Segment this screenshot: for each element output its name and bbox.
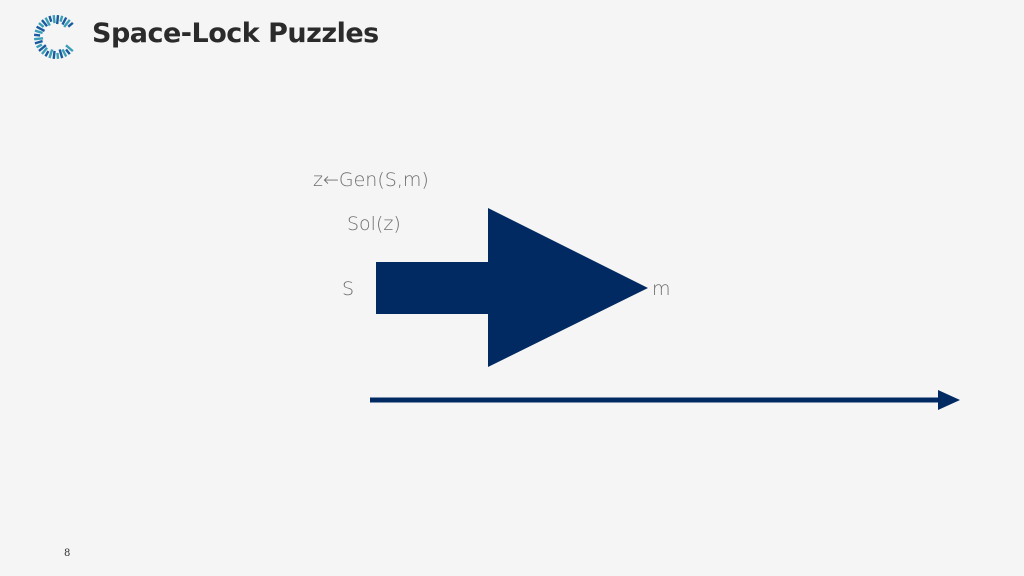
- logo-segment: [48, 15, 53, 23]
- logo-segment: [48, 49, 54, 59]
- sol-label: Sol(z): [347, 213, 401, 235]
- logo-segment: [38, 22, 45, 28]
- logo-segment: [36, 43, 43, 49]
- logo-segment: [52, 50, 56, 60]
- logo-segment: [34, 39, 43, 45]
- logo-segment: [61, 16, 68, 26]
- gen-label: z←Gen(S,m): [313, 169, 429, 191]
- logo-segment: [52, 14, 56, 24]
- logo-segment: [44, 17, 51, 27]
- page-number: 8: [64, 548, 71, 559]
- slide-title: Space-Lock Puzzles: [92, 18, 379, 49]
- logo-segment: [55, 14, 60, 25]
- logo-segment: [38, 44, 47, 52]
- logo-segment: [41, 19, 49, 27]
- timeline-arrow-head-icon: [938, 390, 960, 410]
- logo-segment: [33, 33, 41, 37]
- logo-segment: [65, 44, 74, 53]
- logo-segment: [65, 48, 71, 55]
- logo-segment: [34, 29, 43, 35]
- input-label: S: [342, 278, 355, 300]
- logo-segment: [67, 21, 74, 28]
- logo-segment: [36, 25, 46, 32]
- logo-segment: [58, 49, 64, 59]
- logo-icon: [33, 14, 74, 60]
- logo-segment: [44, 50, 50, 57]
- output-label: m: [652, 278, 671, 300]
- big-right-arrow-icon: [376, 208, 648, 367]
- logo-segment: [63, 19, 71, 28]
- logo-segment: [59, 15, 64, 22]
- logo-segment: [61, 48, 68, 58]
- logo-segment: [33, 37, 44, 41]
- logo-segment: [56, 52, 60, 60]
- logo-segment: [41, 47, 49, 55]
